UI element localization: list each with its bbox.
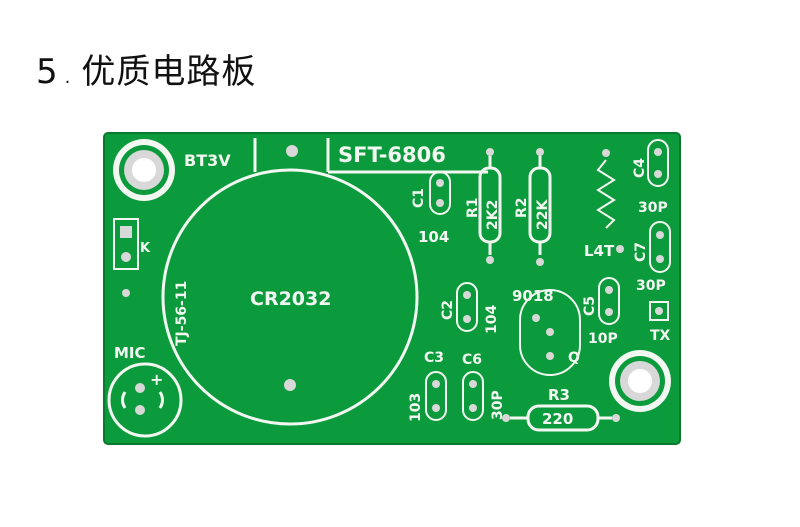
label-holder: TJ-56-11 bbox=[174, 281, 190, 346]
label-c3: C3 bbox=[424, 350, 444, 366]
label-r2-value: 22K bbox=[535, 199, 551, 230]
heading-number: 5 bbox=[36, 52, 59, 92]
page-heading: 5. 优质电路板 bbox=[36, 44, 256, 93]
label-q: Q bbox=[568, 350, 580, 366]
battery-outline bbox=[161, 168, 419, 426]
label-mic: MIC bbox=[114, 344, 146, 362]
label-plus: + bbox=[150, 370, 163, 389]
label-c2: C2 bbox=[440, 300, 456, 320]
label-r1: R1 bbox=[465, 197, 481, 218]
label-c7-value: 30P bbox=[636, 278, 666, 294]
label-c2-value: 104 bbox=[484, 305, 500, 334]
label-r2: R2 bbox=[514, 197, 530, 218]
label-battery: CR2032 bbox=[250, 288, 331, 310]
label-l4t: L4T bbox=[584, 242, 615, 260]
label-c4: C4 bbox=[632, 158, 648, 178]
label-r3-value: 220 bbox=[542, 410, 573, 428]
heading-title: 优质电路板 bbox=[81, 52, 257, 92]
label-c5: C5 bbox=[582, 296, 598, 316]
label-c1: C1 bbox=[411, 188, 427, 208]
label-k: K bbox=[140, 241, 151, 256]
pcb-board bbox=[104, 133, 680, 444]
label-c4-value: 30P bbox=[638, 200, 668, 216]
label-c7: C7 bbox=[633, 242, 649, 262]
label-c6-value: 30P bbox=[490, 390, 506, 420]
label-c6: C6 bbox=[462, 352, 482, 368]
mount-hole-top-left bbox=[113, 139, 175, 201]
mount-hole-bottom-right bbox=[609, 350, 671, 412]
label-model: SFT-6806 bbox=[338, 143, 446, 167]
label-r1-value: 2K2 bbox=[485, 200, 501, 230]
label-tx: TX bbox=[650, 328, 671, 344]
label-bt3v: BT3V bbox=[184, 151, 231, 170]
label-c1-value: 104 bbox=[418, 228, 449, 246]
label-c3-value: 103 bbox=[408, 393, 424, 422]
heading-separator: . bbox=[64, 67, 72, 88]
label-c5-value: 10P bbox=[588, 331, 618, 347]
label-r3: R3 bbox=[548, 386, 570, 404]
